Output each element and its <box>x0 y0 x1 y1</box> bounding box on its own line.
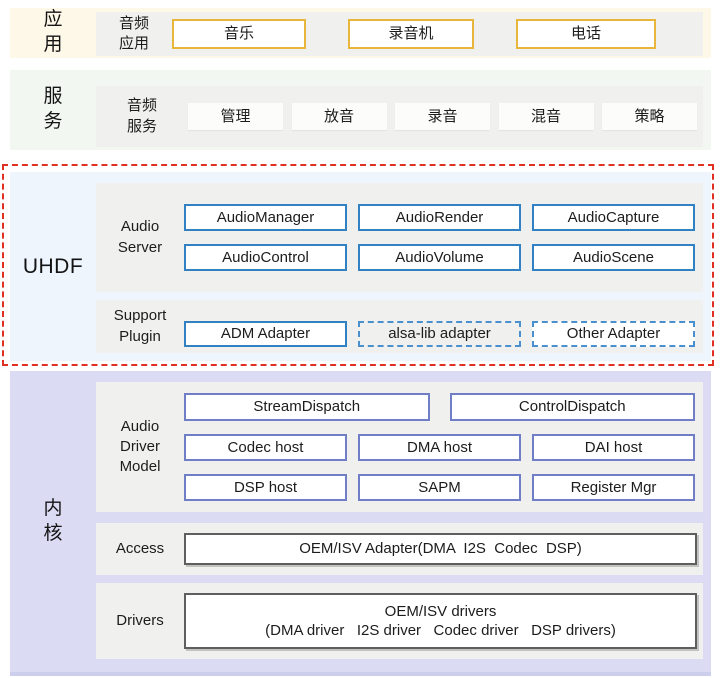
box-adm-adapter: ADM Adapter <box>184 321 347 347</box>
box-recorder: 录音机 <box>348 19 474 49</box>
audio-service-panel: 音频 服务 管理 放音 录音 混音 策略 <box>96 86 703 147</box>
audio-application-panel: 音频 应用 音乐 录音机 电话 <box>96 12 703 56</box>
service-boxes: 管理 放音 录音 混音 策略 <box>188 86 703 147</box>
box-mix: 混音 <box>498 103 594 130</box>
audio-driver-model-boxes: StreamDispatch ControlDispatch Codec hos… <box>184 382 703 512</box>
layer-kernel-label: 内 核 <box>43 497 63 544</box>
layer-kernel: 内 核 Audio Driver Model StreamDispatch Co… <box>10 371 711 676</box>
audio-application-panel-label: 音频 应用 <box>118 14 149 52</box>
support-plugin-boxes: ADM Adapter alsa-lib adapter Other Adapt… <box>184 300 703 353</box>
layer-service: 服 务 音频 服务 管理 放音 录音 混音 策略 <box>10 70 711 150</box>
access-boxes: OEM/ISV Adapter(DMA I2S Codec DSP) <box>184 523 703 575</box>
box-streamdispatch: StreamDispatch <box>184 393 430 421</box>
box-music: 音乐 <box>172 19 306 49</box>
drivers-panel: Drivers OEM/ISV drivers (DMA driver I2S … <box>96 583 703 659</box>
layer-application: 应 用 音频 应用 音乐 录音机 电话 <box>10 8 711 58</box>
layer-uhdf-label: UHDF <box>22 254 84 278</box>
box-controldispatch: ControlDispatch <box>449 393 695 421</box>
audio-server-panel: Audio Server AudioManager AudioRender Au… <box>96 183 703 292</box>
uhdf-dashed-outline <box>2 164 714 366</box>
audio-server-row-2: AudioControl AudioVolume AudioScene <box>184 244 695 271</box>
box-phone: 电话 <box>516 19 656 49</box>
box-audiocapture: AudioCapture <box>532 204 695 231</box>
adm-row-1: StreamDispatch ControlDispatch <box>184 393 695 421</box>
box-dai-host: DAI host <box>532 434 695 461</box>
box-audiorender: AudioRender <box>358 204 521 231</box>
layer-application-label: 应 用 <box>43 9 63 55</box>
box-other-adapter: Other Adapter <box>532 321 695 347</box>
box-policy: 策略 <box>602 103 697 130</box>
box-alsa-lib-adapter: alsa-lib adapter <box>358 321 521 347</box>
box-register-mgr: Register Mgr <box>532 474 695 501</box>
audio-server-panel-label: Audio Server <box>117 218 163 256</box>
adm-row-2: Codec host DMA host DAI host <box>184 434 695 461</box>
box-sapm: SAPM <box>358 474 521 501</box>
access-panel: Access OEM/ISV Adapter(DMA I2S Codec DSP… <box>96 523 703 575</box>
box-audioscene: AudioScene <box>532 244 695 271</box>
drivers-panel-label: Drivers <box>116 611 164 629</box>
drivers-boxes: OEM/ISV drivers (DMA driver I2S driver C… <box>184 583 703 659</box>
audio-server-boxes: AudioManager AudioRender AudioCapture Au… <box>184 183 703 292</box>
adm-row-3: DSP host SAPM Register Mgr <box>184 474 695 501</box>
application-boxes: 音乐 录音机 电话 <box>172 12 703 56</box>
box-audiocontrol: AudioControl <box>184 244 347 271</box>
box-dsp-host: DSP host <box>184 474 347 501</box>
layer-uhdf: UHDF Audio Server AudioManager AudioRend… <box>10 172 711 361</box>
box-playback: 放音 <box>291 103 387 130</box>
box-audiovolume: AudioVolume <box>358 244 521 271</box>
box-record: 录音 <box>395 103 490 130</box>
audio-service-panel-label: 音频 服务 <box>126 97 157 135</box>
box-audiomanager: AudioManager <box>184 204 347 231</box>
box-codec-host: Codec host <box>184 434 347 461</box>
support-plugin-panel: Support Plugin ADM Adapter alsa-lib adap… <box>96 300 703 353</box>
box-dma-host: DMA host <box>358 434 521 461</box>
audio-driver-model-panel: Audio Driver Model StreamDispatch Contro… <box>96 382 703 512</box>
audio-driver-model-panel-label: Audio Driver Model <box>119 417 161 476</box>
box-manage: 管理 <box>188 103 283 130</box>
access-panel-label: Access <box>115 539 165 557</box>
box-oem-isv-adapter: OEM/ISV Adapter(DMA I2S Codec DSP) <box>184 533 697 565</box>
support-plugin-panel-label: Support Plugin <box>113 307 167 345</box>
box-oem-isv-drivers: OEM/ISV drivers (DMA driver I2S driver C… <box>184 593 697 649</box>
audio-server-row-1: AudioManager AudioRender AudioCapture <box>184 204 695 231</box>
layer-service-label: 服 务 <box>43 86 63 132</box>
